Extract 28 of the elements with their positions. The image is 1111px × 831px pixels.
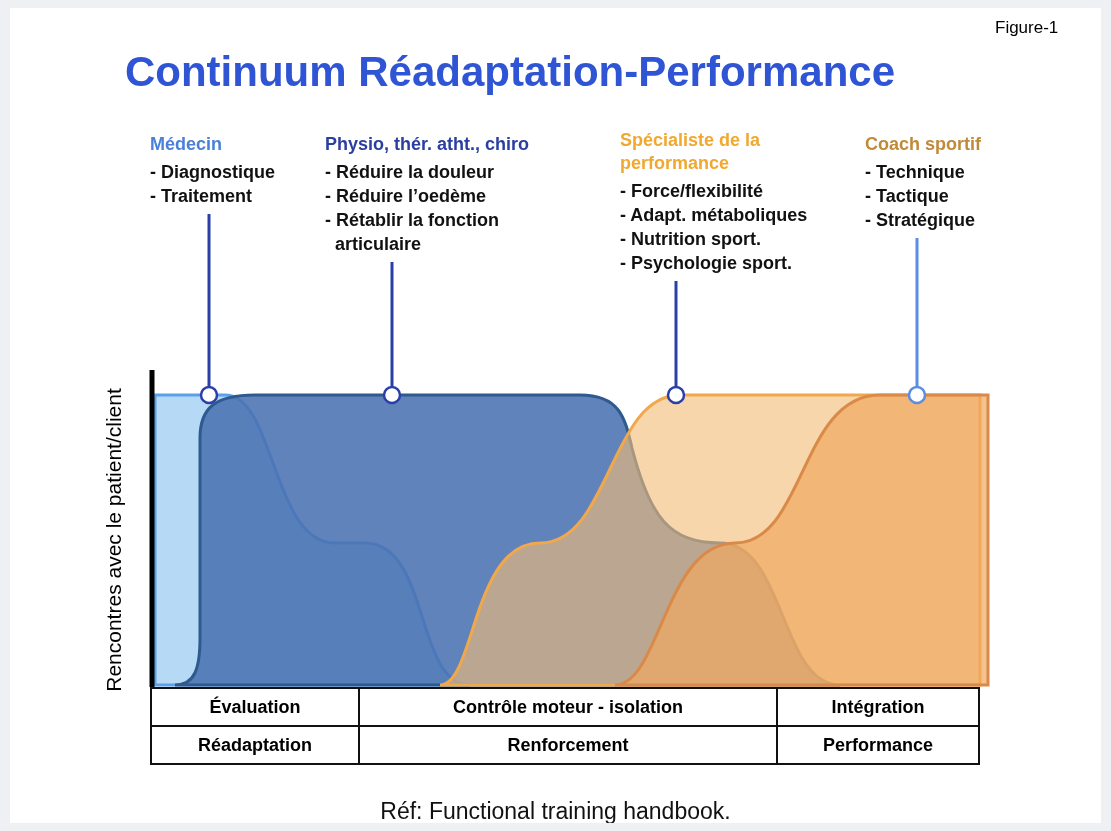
title: Continuum Réadaptation-Performance [123, 48, 897, 96]
list-item: - Réduire l’oedème [325, 185, 488, 208]
table-cell: Performance [776, 725, 980, 765]
list-item: - Force/flexibilité [620, 180, 765, 203]
list-item: - Tactique [865, 185, 950, 208]
leader-line [199, 214, 219, 405]
leader-line [382, 262, 402, 405]
list-item: - Psychologie sport. [620, 252, 794, 275]
table-cell: Évaluation [150, 687, 360, 727]
table-cell: Intégration [776, 687, 980, 727]
list-item: - Réduire la douleur [325, 161, 496, 184]
axis-label: Rencontres avec le patient/client [101, 388, 126, 692]
list-item: - Technique [865, 161, 966, 184]
list-item: - Rétablir la fonction articulaire [325, 209, 500, 256]
callout-heading: Spécialiste de la performance [620, 129, 762, 175]
list-item: - Nutrition sport. [620, 228, 762, 251]
callout-heading: Physio, thér. atht., chiro [325, 133, 531, 156]
list-item: - Traitement [150, 185, 254, 208]
caption: Réf: Functional training handbook. [379, 798, 732, 823]
leader-line [907, 238, 927, 405]
figure-number: Figure-1 [995, 18, 1059, 38]
leader-line [666, 281, 686, 405]
list-item: - Diagnostique [150, 161, 276, 184]
list-item: - Stratégique [865, 209, 976, 232]
callout-heading: Médecin [150, 133, 224, 156]
list-item: - Adapt. métaboliques [620, 204, 809, 227]
table-cell: Réadaptation [150, 725, 360, 765]
callout-heading: Coach sportif [865, 133, 982, 156]
